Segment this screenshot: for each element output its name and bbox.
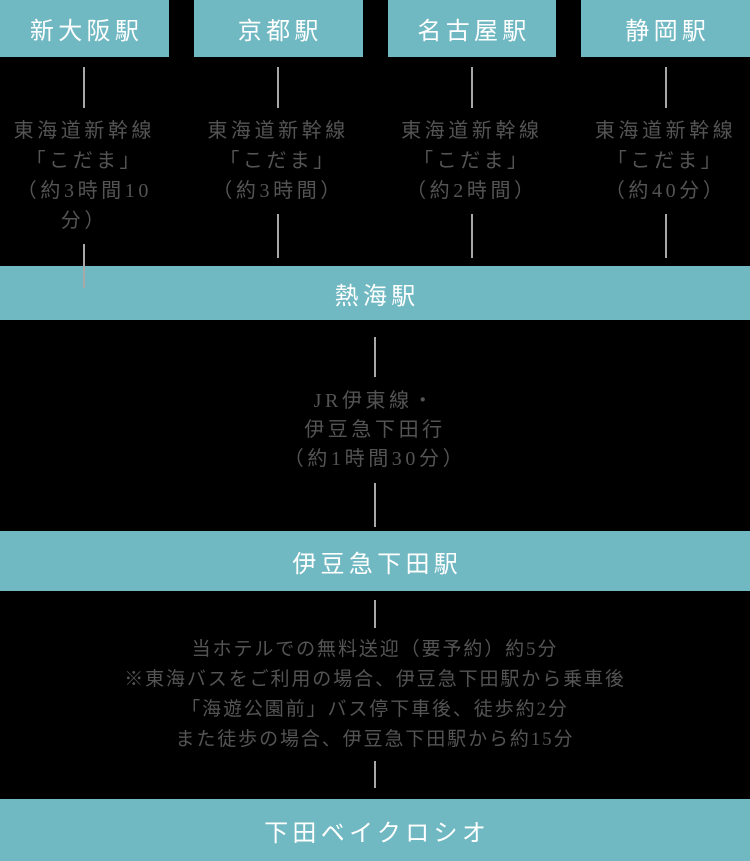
connector-line [374,337,376,377]
connector-line [83,244,86,288]
connector-line [83,67,86,108]
route-column-nagoya: 名古屋駅 東海道新幹線 「こだま」 （約2時間） [387,0,557,288]
route-text-kyoto: 東海道新幹線 「こだま」 （約3時間） [207,120,349,202]
connector-line [470,214,473,258]
origin-stations-section: 新大阪駅 東海道新幹線 「こだま」 （約3時間10分） 京都駅 東海道新幹線 「… [0,0,750,288]
connector-line [664,67,667,108]
route-text-izukyu-line: JR伊東線・ 伊豆急下田行 （約1時間30分） [283,390,467,470]
route-text-nagoya: 東海道新幹線 「こだま」 （約2時間） [401,120,543,202]
connector-line [470,67,473,108]
route-text-shin-osaka: 東海道新幹線 「こだま」 （約3時間10分） [13,120,156,232]
hotel-bar-shimoda-bay-kuroshio: 下田ベイクロシオ [0,799,750,861]
route-text-shizuoka: 東海道新幹線 「こだま」 （約40分） [594,120,737,202]
atami-to-shimoda-section: JR伊東線・ 伊豆急下田行 （約1時間30分） [0,320,750,531]
station-bar-atami: 熱海駅 [0,266,750,320]
connector-line [374,600,376,628]
station-bar-izukyu-shimoda: 伊豆急下田駅 [0,531,750,591]
connector-line [277,214,280,258]
connector-line [374,761,376,788]
hotel-access-notes: 当ホテルでの無料送迎（要予約）約5分 ※東海バスをご利用の場合、伊豆急下田駅から… [124,639,626,750]
connector-line [664,214,667,258]
station-box-nagoya: 名古屋駅 [387,0,557,57]
route-column-shizuoka: 静岡駅 東海道新幹線 「こだま」 （約40分） [581,0,750,288]
station-box-shizuoka: 静岡駅 [581,0,750,57]
route-column-shin-osaka: 新大阪駅 東海道新幹線 「こだま」 （約3時間10分） [0,0,169,288]
station-box-kyoto: 京都駅 [193,0,363,57]
connector-line [277,67,280,108]
shimoda-to-hotel-section: 当ホテルでの無料送迎（要予約）約5分 ※東海バスをご利用の場合、伊豆急下田駅から… [0,591,750,799]
station-box-shin-osaka: 新大阪駅 [0,0,169,57]
route-column-kyoto: 京都駅 東海道新幹線 「こだま」 （約3時間） [193,0,363,288]
connector-line [374,483,376,527]
